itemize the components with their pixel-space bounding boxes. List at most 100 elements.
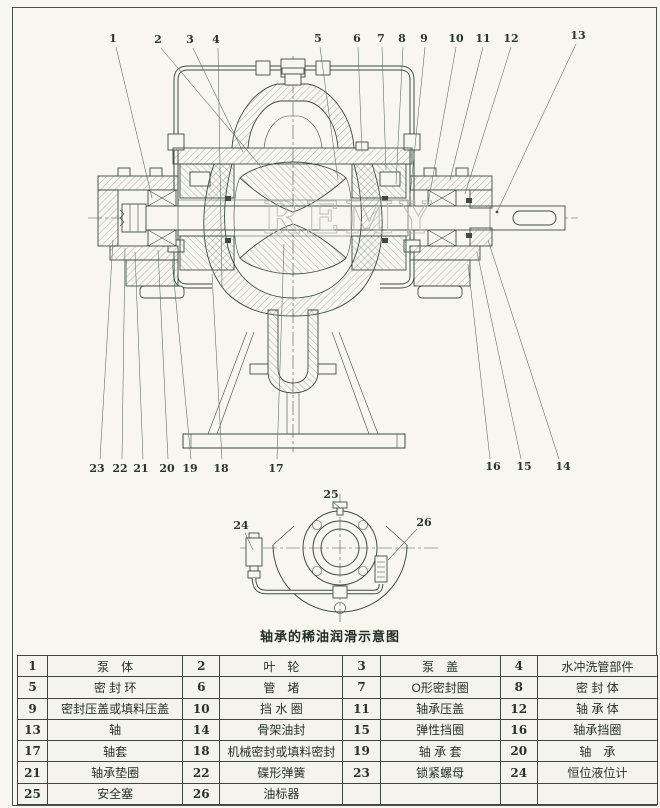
part-name-cell: 叶 轮 [219, 654, 344, 678]
part-name-cell: 轴 承 套 [379, 740, 501, 763]
bolt-hole [312, 520, 322, 530]
part-name-cell: 轴 承 [536, 740, 659, 763]
callout-20: 20 [159, 462, 175, 475]
oil-seal-mark [466, 233, 472, 238]
pump-body-lower [203, 163, 383, 317]
part-number-cell: 13 [16, 718, 49, 742]
cover-bolt [117, 167, 131, 177]
callout-4: 4 [212, 33, 220, 46]
part-number-cell: 18 [182, 740, 221, 763]
callout-16: 16 [485, 460, 501, 473]
callout-8: 8 [398, 32, 406, 45]
part-name-cell: 密 封 环 [47, 676, 184, 699]
part-number-cell: 16 [499, 718, 538, 742]
bearing-end-cover-left [97, 189, 119, 247]
part-number-cell: 17 [16, 740, 49, 763]
pump-cross-section: REMY [88, 29, 586, 475]
table-row: 17 轴套 18 机械密封或填料密封 19 轴 承 套 20 轴 承 [16, 740, 659, 763]
bell-bolt-right [317, 363, 337, 375]
oil-seal-mark [466, 198, 472, 203]
part-number-cell: 9 [16, 697, 49, 720]
ball-bearing-right [427, 189, 457, 247]
foot-bolt-left [139, 285, 185, 299]
table-row: 1 泵 体 2 叶 轮 3 泵 盖 4 水冲洗管部件 [16, 654, 659, 678]
constant-level-oiler [245, 532, 263, 579]
cover-bolt [149, 167, 163, 177]
callout-25: 25 [323, 488, 338, 501]
pump-drawing-svg: REMY [88, 29, 586, 622]
bearing-housing-outline [272, 544, 408, 613]
part-number-cell: 20 [499, 740, 538, 763]
callout-19: 19 [182, 462, 197, 475]
bearing-end-cover-right [469, 189, 493, 209]
impeller [233, 161, 353, 275]
table-row: 5 密 封 环 6 管 堵 7 O形密封圈 8 密 封 体 [16, 676, 659, 699]
bearing-assembly-left [97, 167, 185, 299]
part-name-cell: 锁紧螺母 [379, 761, 501, 784]
table-row: 9 密封压盖或填料压盖 10 挡 水 圈 11 轴承压盖 12 轴 承 体 [16, 697, 659, 720]
callout-26: 26 [416, 516, 432, 529]
lock-nut [121, 203, 147, 233]
part-number-cell: 2 [182, 654, 221, 678]
table-row: 13 轴 14 骨架油封 15 弹性挡圈 16 轴承挡圈 [16, 718, 659, 742]
part-number-cell: 23 [342, 761, 381, 784]
part-name-cell: 泵 体 [47, 654, 184, 678]
part-name-cell: 骨架油封 [219, 718, 344, 742]
part-number-cell: 7 [342, 676, 381, 699]
part-number-cell: 1 [16, 654, 49, 678]
callout-3: 3 [186, 33, 194, 46]
parts-table: 1 泵 体 2 叶 轮 3 泵 盖 4 水冲洗管部件 5 密 封 环 6 管 堵… [16, 654, 659, 806]
part-number-cell: 24 [499, 761, 538, 784]
part-number-cell [342, 782, 381, 806]
disc-spring [119, 209, 125, 227]
callout-22: 22 [112, 462, 127, 475]
bolt-hole [312, 566, 322, 576]
callout-11: 11 [475, 32, 490, 45]
part-name-cell: 泵 盖 [379, 654, 501, 678]
drain-hole [334, 602, 346, 614]
part-number-cell: 6 [182, 676, 221, 699]
part-name-cell: 安全塞 [47, 782, 184, 806]
callout-15: 15 [516, 460, 531, 473]
keyway-slot [512, 210, 557, 226]
part-number-cell: 5 [16, 676, 49, 699]
part-name-cell: 轴承压盖 [379, 697, 501, 720]
part-name-cell: 轴 承 体 [536, 697, 659, 720]
bolt-hole [358, 520, 368, 530]
lube-diagram-caption: 轴承的稀油润滑示意图 [259, 629, 400, 644]
part-name-cell: 碟形弹簧 [219, 761, 344, 784]
bearing-assembly-right [409, 167, 493, 299]
oil-gauge [374, 555, 388, 583]
pipe-center-fitting [332, 585, 348, 599]
bolt-hole [358, 566, 368, 576]
cover-bolt [455, 167, 469, 177]
callout-9: 9 [420, 32, 428, 45]
dome-flange [281, 67, 305, 75]
part-name-cell: 轴套 [47, 740, 184, 763]
callout-18: 18 [213, 462, 229, 475]
callout-10: 10 [448, 32, 464, 45]
part-number-cell: 25 [16, 782, 49, 806]
callout-7: 7 [377, 32, 385, 45]
part-number-cell: 3 [342, 654, 381, 678]
part-number-cell: 12 [499, 697, 538, 720]
part-number-cell: 10 [182, 697, 221, 720]
pedestal [182, 331, 406, 449]
part-number-cell: 26 [182, 782, 221, 806]
part-number-cell: 21 [16, 761, 49, 784]
table-row: 21 轴承垫圈 22 碟形弹簧 23 锁紧螺母 24 恒位液位计 [16, 761, 659, 784]
part-number-cell: 14 [182, 718, 221, 742]
part-name-cell: 水冲洗管部件 [536, 654, 659, 678]
part-number-cell: 22 [182, 761, 221, 784]
part-name-cell: 密封压盖或填料压盖 [47, 697, 184, 720]
part-number-cell: 15 [342, 718, 381, 742]
part-number-cell: 4 [499, 654, 538, 678]
callout-24: 24 [233, 519, 249, 532]
lube-oil-diagram: 24 25 26 [233, 488, 440, 622]
foot-bolt-right [417, 285, 463, 299]
callout-23: 23 [89, 462, 104, 475]
part-name-cell: 轴 [47, 718, 184, 742]
part-name-cell: 管 堵 [219, 676, 344, 699]
lube-piping [251, 577, 384, 599]
